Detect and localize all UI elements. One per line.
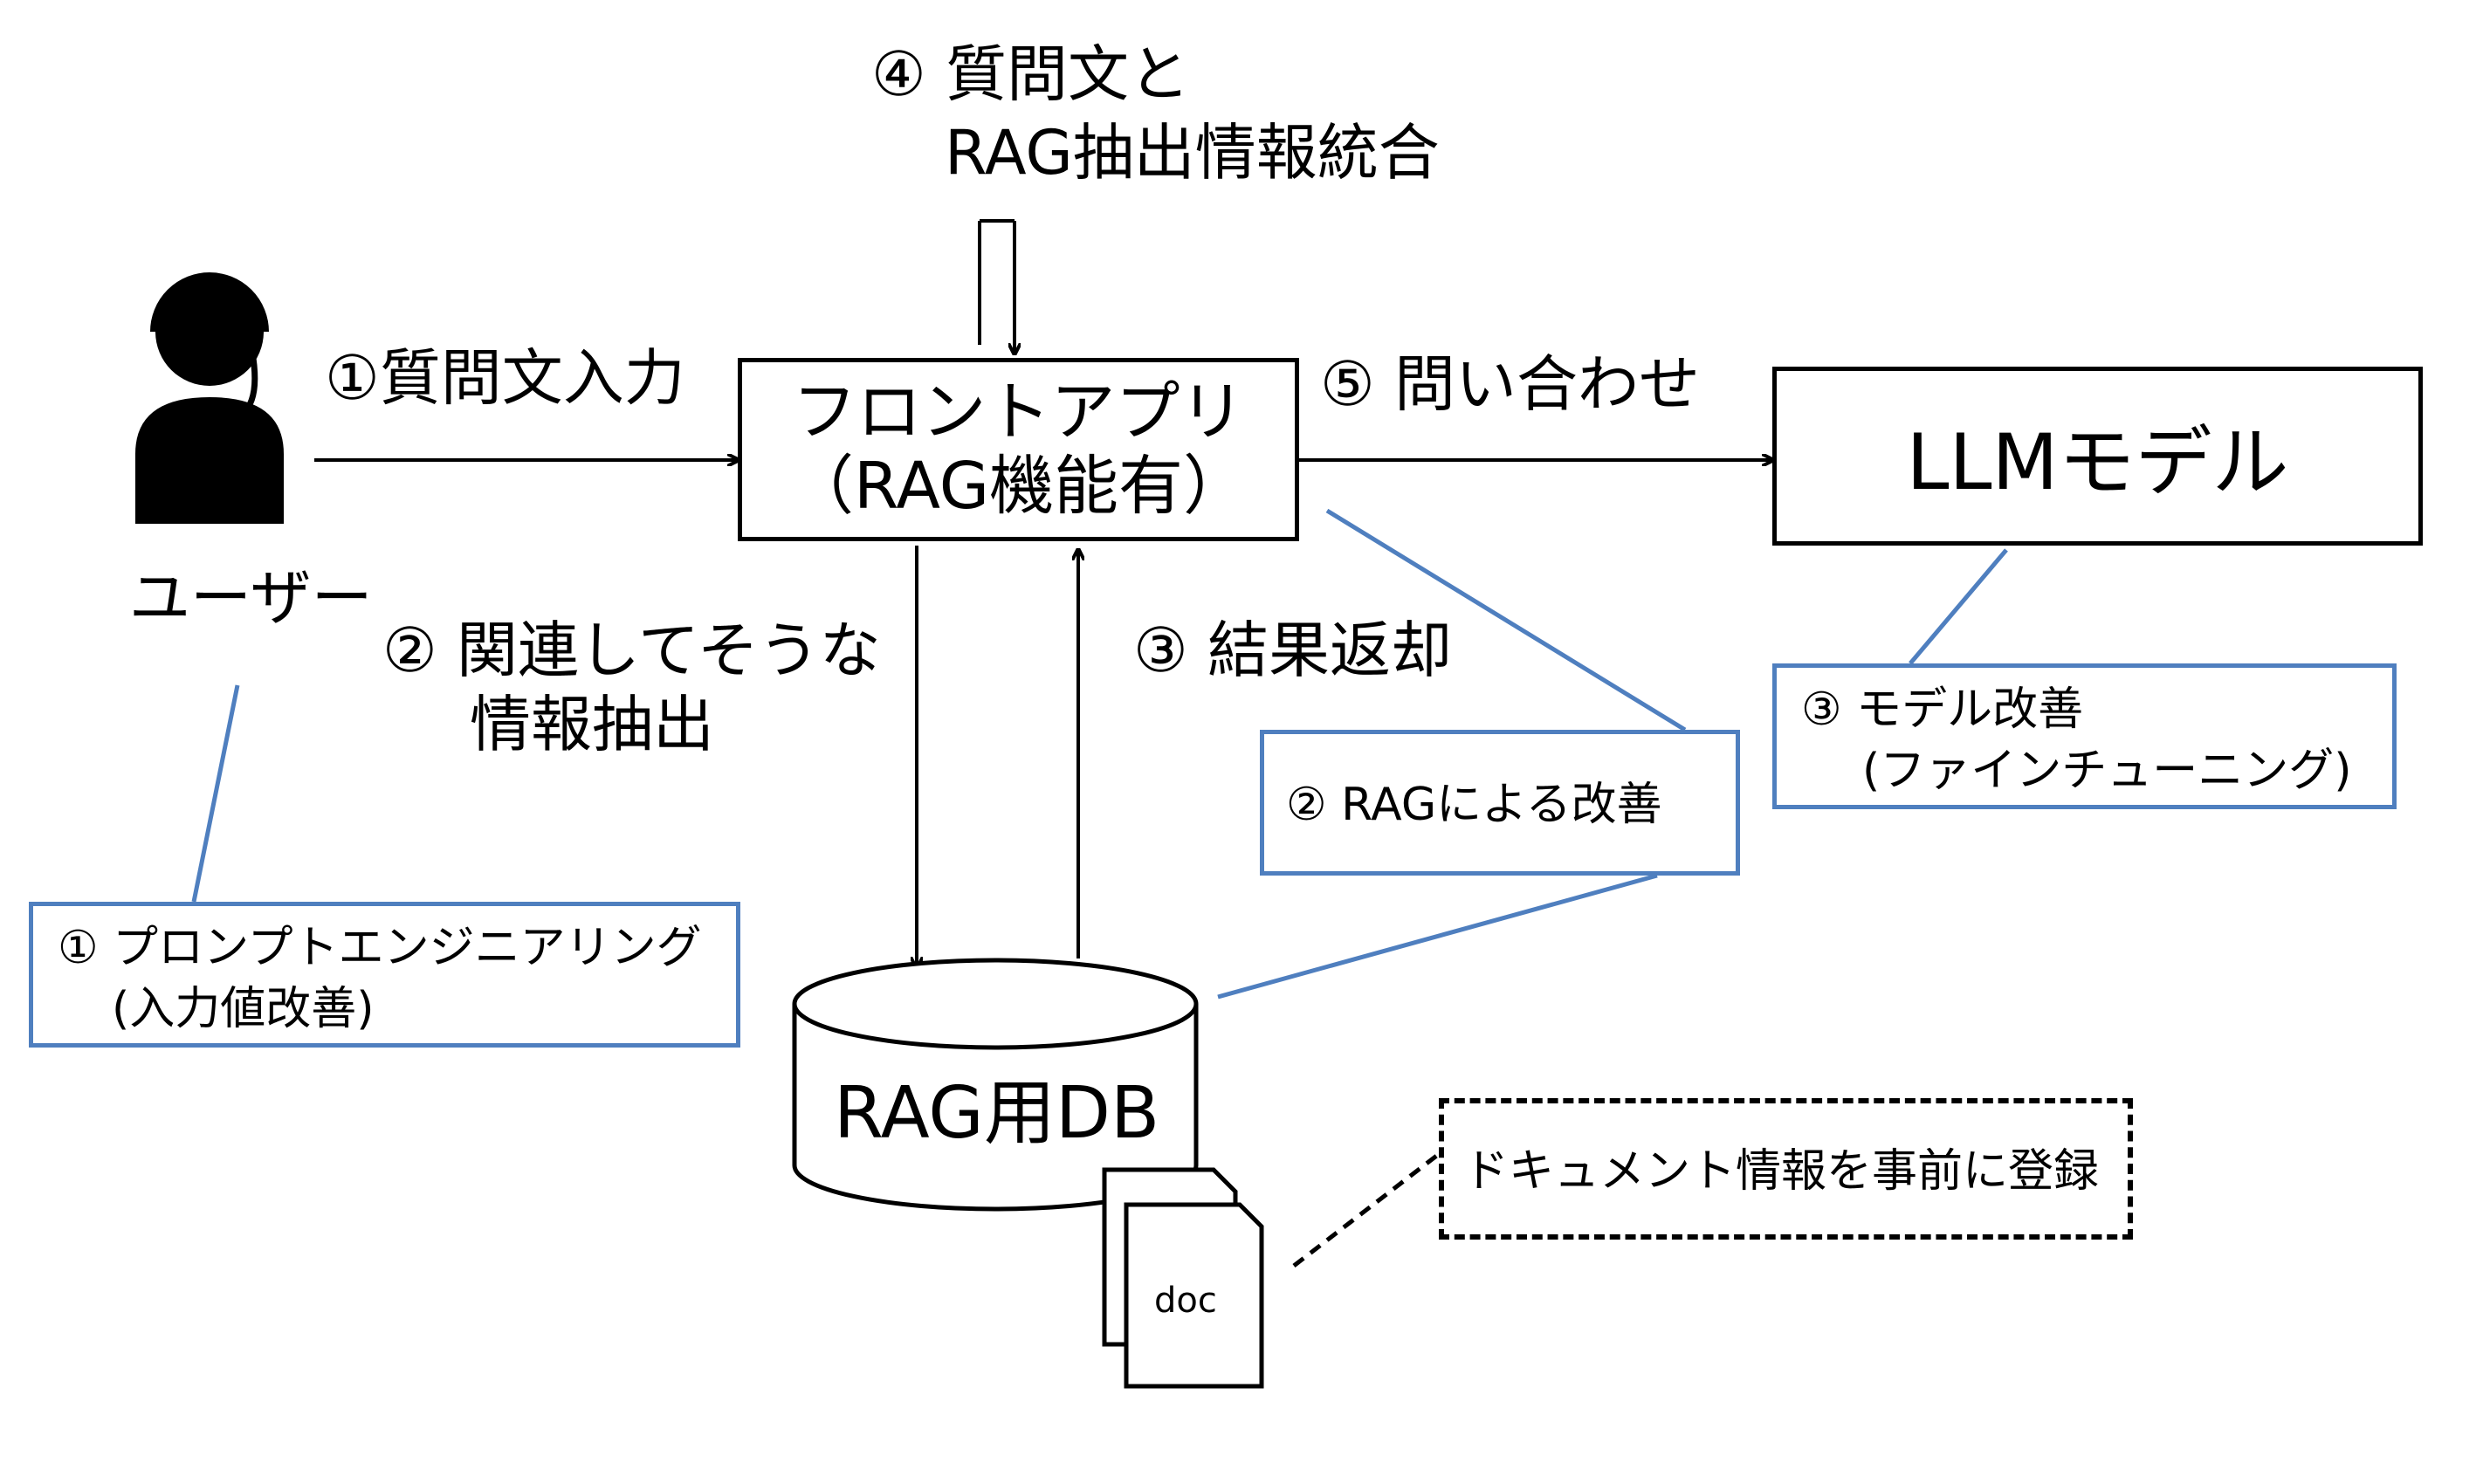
step4-label-line2: RAG抽出情報統合 bbox=[945, 117, 1440, 189]
front-app-label-line2: （RAG機能有） bbox=[788, 449, 1248, 524]
model-improvement-line1: ③ モデル改善 bbox=[1801, 684, 2084, 736]
callout-line-front bbox=[1325, 508, 1687, 732]
user-headset-icon bbox=[135, 272, 284, 524]
prompt-engineering-line1: ① プロンプトエンジニアリング bbox=[58, 922, 702, 974]
step2-label-line1: ② 関連してそうな bbox=[382, 615, 881, 686]
step2-label-line2: 情報抽出 bbox=[470, 689, 714, 760]
callout-line-db bbox=[1217, 873, 1658, 1000]
front-app-label-line1: フロントアプリ bbox=[792, 374, 1245, 450]
rag-improvement-note: ② RAGによる改善 bbox=[1260, 730, 1740, 876]
step3-label: ③ 結果返却 bbox=[1133, 615, 1453, 686]
doc-label: doc bbox=[1154, 1281, 1217, 1321]
model-improvement-note: ③ モデル改善 (ファインチューニング) bbox=[1772, 663, 2397, 809]
doc-registration-note: ドキュメント情報を事前に登録 bbox=[1439, 1098, 2133, 1240]
llm-model-label: LLMモデル bbox=[1906, 417, 2289, 507]
doc-registration-label: ドキュメント情報を事前に登録 bbox=[1463, 1145, 2100, 1198]
step5-label: ⑤ 問い合わせ bbox=[1320, 348, 1701, 420]
rag-improvement-label: ② RAGによる改善 bbox=[1286, 779, 1662, 831]
user-label: ユーザー bbox=[129, 562, 373, 634]
dashed-connector-doc bbox=[1292, 1152, 1441, 1268]
callout-line-llm bbox=[1909, 548, 2008, 665]
model-improvement-line2: (ファインチューニング) bbox=[1862, 745, 2352, 797]
front-app-box: フロントアプリ （RAG機能有） bbox=[738, 358, 1299, 541]
prompt-engineering-note: ① プロンプトエンジニアリング (入力値改善) bbox=[29, 902, 740, 1048]
rag-db-label: RAG用DB bbox=[834, 1072, 1160, 1155]
step1-label: ①質問文入力 bbox=[325, 342, 685, 414]
doc-icon bbox=[1102, 1167, 1264, 1389]
step4-label-line1: ④ 質問文と bbox=[871, 38, 1191, 110]
callout-line-user bbox=[191, 684, 240, 903]
arrow-integration-into-front bbox=[978, 219, 1015, 354]
prompt-engineering-line2: (入力値改善) bbox=[112, 983, 375, 1035]
llm-model-box: LLMモデル bbox=[1772, 367, 2423, 546]
